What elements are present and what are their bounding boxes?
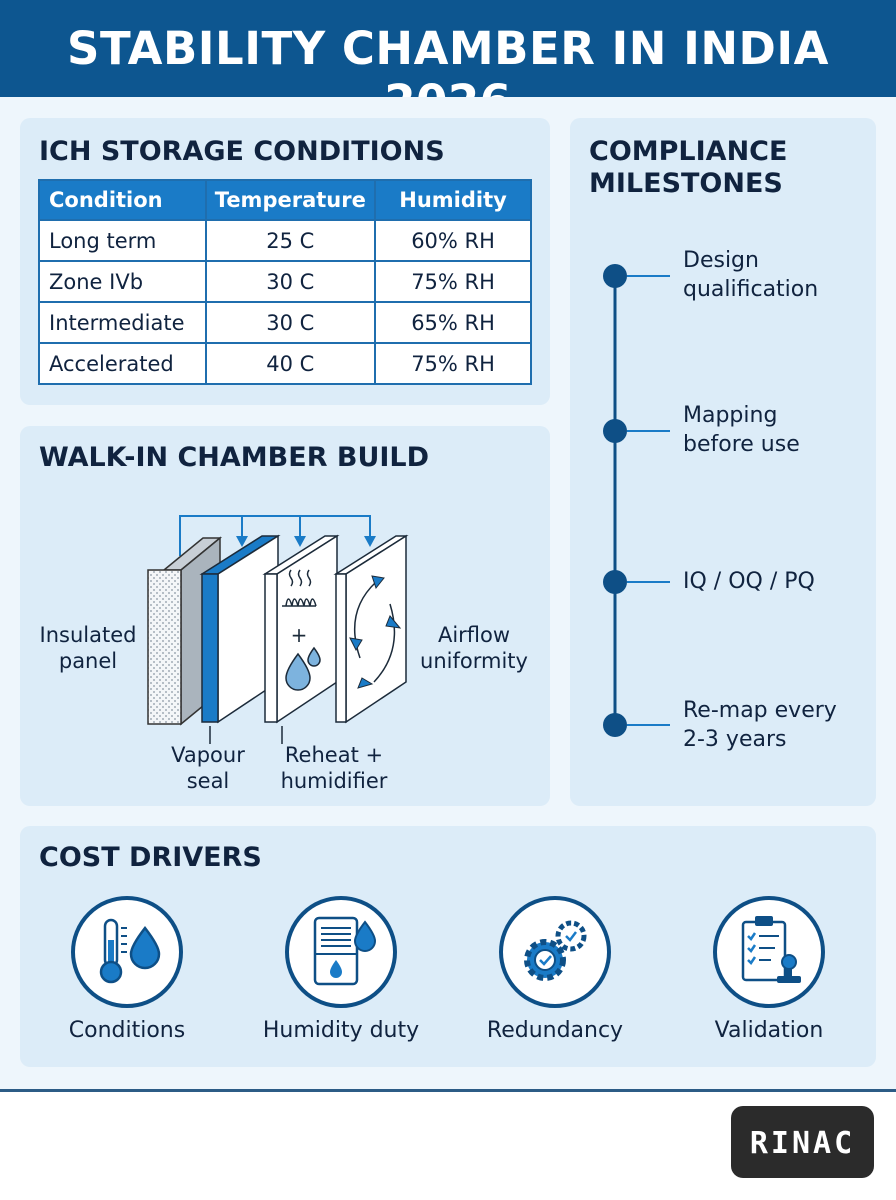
heater-coil-icon [282,569,317,607]
cost-driver-label: Validation [714,1018,824,1043]
milestones-timeline-svg [603,264,670,737]
logo-text: RINAC [749,1126,856,1161]
milestone-mapping-before-use: Mapping before use [683,403,800,457]
chamber-layers-diagram: + Insulated panel Vapour [20,426,550,806]
vapour-seal-label: Vapour seal [171,743,245,794]
cell-condition: Intermediate [38,301,207,344]
cost-driver-label: Conditions [68,1018,186,1043]
dehumidifier-icon [285,896,397,1008]
water-droplet-icon [285,646,321,691]
cell-temperature: 30 C [204,301,377,344]
compliance-milestones-card: COMPLIANCE MILESTONES Design qualificati… [570,118,876,806]
cell-condition: Accelerated [38,342,207,385]
table-row: Long term 25 C 60% RH [38,219,532,262]
cell-temperature: 25 C [204,219,377,262]
milestones-title: COMPLIANCE MILESTONES [589,136,788,199]
airflow-circulation-icon [353,581,396,683]
table-row: Accelerated 40 C 75% RH [38,342,532,385]
manifold-arrowheads [236,536,376,547]
ich-conditions-title: ICH STORAGE CONDITIONS [39,136,445,167]
milestone-iq-oq-pq: IQ / OQ / PQ [683,569,815,594]
ich-conditions-table: Condition Temperature Humidity Long term… [38,179,532,385]
cell-condition: Long term [38,219,207,262]
reheat-humidifier-label: Reheat + humidifier [280,743,388,794]
column-header-condition: Condition [38,179,207,221]
cost-drivers-title: COST DRIVERS [39,842,262,873]
gears-check-icon [499,896,611,1008]
table-header-row: Condition Temperature Humidity [38,179,532,221]
cost-driver-label: Redundancy [486,1018,624,1043]
cost-driver-label: Humidity duty [262,1018,420,1043]
cost-drivers-card: COST DRIVERS Conditions Humidity duty [20,826,876,1067]
column-header-humidity: Humidity [374,179,532,221]
airflow-panel [333,534,409,724]
milestone-dot [603,713,627,737]
clipboard-stamp-icon [713,896,825,1008]
milestone-dot [603,264,627,288]
cell-temperature: 30 C [204,260,377,303]
milestone-dot [603,570,627,594]
table-row: Zone IVb 30 C 75% RH [38,260,532,303]
table-row: Intermediate 30 C 65% RH [38,301,532,344]
vapour-seal-panel [199,534,281,724]
airflow-arrowheads [349,575,402,689]
cell-humidity: 60% RH [374,219,532,262]
column-header-temperature: Temperature [204,179,377,221]
chamber-layers-svg: + [147,515,409,744]
plus-symbol: + [291,623,308,647]
rinac-logo: RINAC [731,1106,874,1178]
milestone-remap: Re-map every 2-3 years [683,698,837,752]
milestone-design-qualification: Design qualification [683,248,819,302]
cell-humidity: 75% RH [374,260,532,303]
milestone-dot [603,419,627,443]
airflow-uniformity-label: Airflow uniformity [420,623,528,674]
thermometer-droplet-icon [71,896,183,1008]
label-leader-lines [209,726,283,744]
cell-humidity: 75% RH [374,342,532,385]
cell-condition: Zone IVb [38,260,207,303]
cell-humidity: 65% RH [374,301,532,344]
header-banner: STABILITY CHAMBER IN INDIA 2026 [0,0,896,128]
chamber-build-title: WALK-IN CHAMBER BUILD [39,442,430,473]
footer-divider [0,1089,896,1092]
cell-temperature: 40 C [204,342,377,385]
insulated-panel-label: Insulated panel [39,623,137,674]
